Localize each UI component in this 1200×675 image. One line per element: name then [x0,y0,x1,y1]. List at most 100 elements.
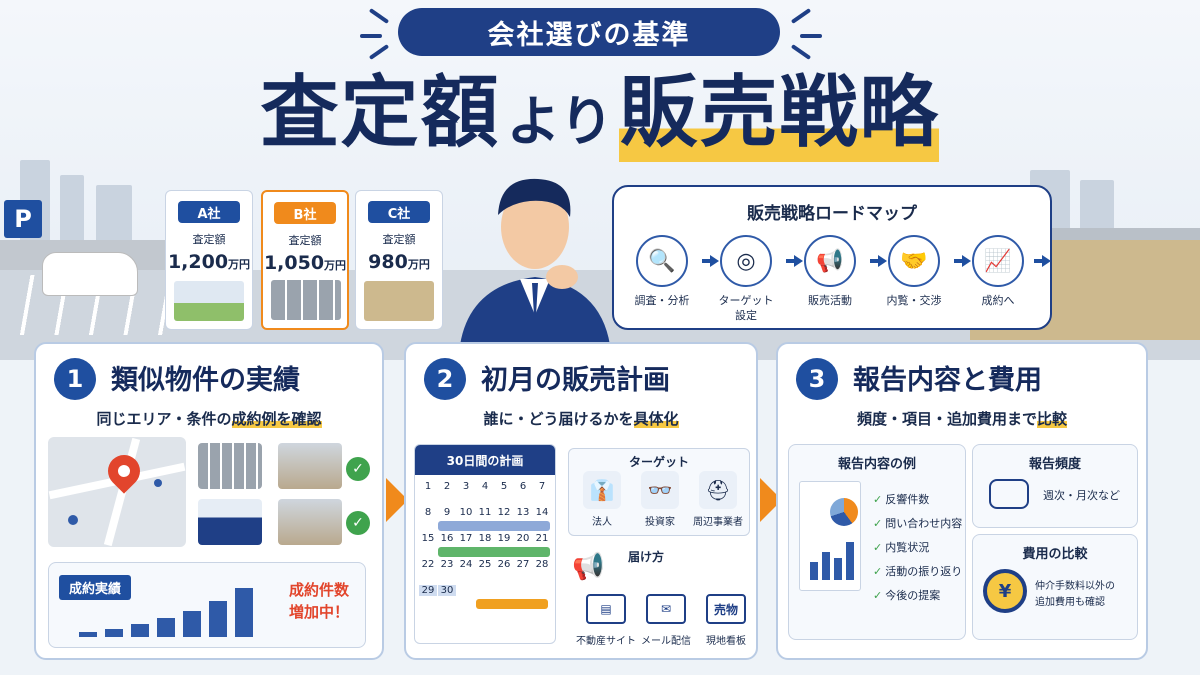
calendar-day: 26 [497,559,511,570]
megaphone-icon: 📢 [572,552,605,582]
background-building [60,175,84,250]
apartment-photo [278,499,342,545]
arrow-right-icon [954,255,971,267]
company-tag: B社 [274,202,336,224]
frequency-title: 報告頻度 [1028,457,1081,472]
calendar-day: 2 [443,481,451,492]
calendar-day: 30 [438,585,456,596]
panel-subtitle: 誰に・どう届けるかを具体化 [483,410,679,428]
roadmap-title: 販売戦略ロードマップ [747,204,917,224]
calendar-day: 16 [440,533,454,544]
calendar-day: 9 [443,507,451,518]
calendar-day: 3 [462,481,470,492]
calendar-day: 10 [459,507,473,518]
spark-decoration [360,34,382,38]
company-card-b: B社 査定額 1,050万円 [261,190,349,330]
calendar-day: 7 [538,481,546,492]
calendar-day: 13 [516,507,530,518]
roadmap-step: ◎ターゲット 設定 [714,235,778,323]
roadmap-step: 📈成約へ [966,235,1030,308]
panel-subtitle: 頻度・項目・追加費用まで比較 [856,410,1068,428]
results-box: 成約実績 成約件数増加中！ [48,562,366,648]
appraisal-amount: 1,200万円 [167,251,251,273]
check-icon: ✓ [346,457,370,481]
plan-band [438,547,550,557]
next-arrow-icon [386,478,408,522]
roadmap-step: 🤝内覧・交渉 [882,235,946,308]
calendar-day: 1 [424,481,432,492]
arrow-right-icon [1034,255,1051,267]
office-building-image [174,281,244,321]
calendar-day: 18 [478,533,492,544]
calendar-day: 29 [419,585,437,596]
calendar-day: 22 [421,559,435,570]
company-tag: A社 [178,201,240,223]
calendar-day: 6 [519,481,527,492]
report-item: ✓活動の振り返り [873,565,963,578]
panel-title: 類似物件の実績 [111,365,300,396]
result-bar [105,629,123,637]
plan-band [476,599,548,609]
company-tag: C社 [368,201,430,223]
parking-lot-image [271,280,341,320]
result-bar [157,618,175,637]
report-item: ✓反響件数 [873,493,930,506]
calendar-day: 28 [535,559,549,570]
appraisal-label: 査定額 [382,233,416,246]
apartment-photo [278,443,342,489]
calendar-day: 23 [440,559,454,570]
appraisal-label: 査定額 [288,234,322,247]
investor-person-icon: 👓 [641,471,679,509]
corporate-person-icon: 👔 [583,471,621,509]
result-bar [183,611,201,637]
parking-lot-photo [198,443,262,489]
report-content-box: 報告内容の例 ✓反響件数 ✓問い合わせ内容 ✓内覧状況 ✓活動の振り返り ✓今後… [788,444,966,640]
car-icon [42,252,138,296]
chat-bubble-icon [989,479,1029,509]
calendar-day: 17 [459,533,473,544]
appraisal-label: 査定額 [192,233,226,246]
result-bar [235,588,253,637]
arrow-right-icon [786,255,803,267]
target-icon: ◎ [720,235,772,287]
signboard-icon: 売物 [706,594,746,624]
calendar-day: 8 [424,507,432,518]
calendar-day: 12 [497,507,511,518]
spark-decoration [800,34,822,38]
title-part-3: 販売戦略 [619,50,940,162]
arrow-right-icon [870,255,887,267]
calendar-day: 4 [481,481,489,492]
cost-title: 費用の比較 [1022,547,1088,562]
background-building [96,185,132,250]
cost-comparison-box: 費用の比較 ¥ 仲介手数料以外の追加費用も確認 [972,534,1138,640]
title-part-2: より [506,90,614,153]
calendar-day: 14 [535,507,549,518]
yen-magnifier-icon: ¥ [983,569,1027,613]
page-title: 査定額 より 販売戦略 [150,50,1050,162]
appraisal-amount: 980万円 [368,251,430,273]
worker-person-icon: ⛑ [699,471,737,509]
growth-chart-icon: 📈 [972,235,1024,287]
panel-number: 3 [796,358,838,400]
report-item: ✓内覧状況 [873,541,930,554]
calendar-day: 21 [535,533,549,544]
parking-sign-icon: P [4,200,42,238]
result-bar [79,632,97,637]
report-title: 報告内容の例 [837,457,916,472]
cost-text: 仲介手数料以外の追加費用も確認 [1035,581,1115,608]
arrow-right-icon [702,255,719,267]
result-bar [131,624,149,637]
report-document-icon [799,481,861,591]
panel-number: 2 [424,358,466,400]
target-box: ターゲット 👔 法人 👓 投資家 ⛑ 周辺事業者 [568,448,750,536]
report-frequency-box: 報告頻度 週次・月次など [972,444,1138,528]
report-item: ✓問い合わせ内容 [873,517,963,530]
mail-icon: ✉ [646,594,686,624]
roadmap-bubble: 販売戦略ロードマップ 🔍調査・分析 ◎ターゲット 設定 📢販売活動 🤝内覧・交渉… [612,185,1052,330]
thinking-businessman-illustration [460,178,610,345]
roadmap-step: 📢販売活動 [798,235,862,308]
panel-number: 1 [54,358,96,400]
header-pill: 会社選びの基準 [398,8,780,56]
handshake-icon: 🤝 [888,235,940,287]
calendar-day: 5 [500,481,508,492]
